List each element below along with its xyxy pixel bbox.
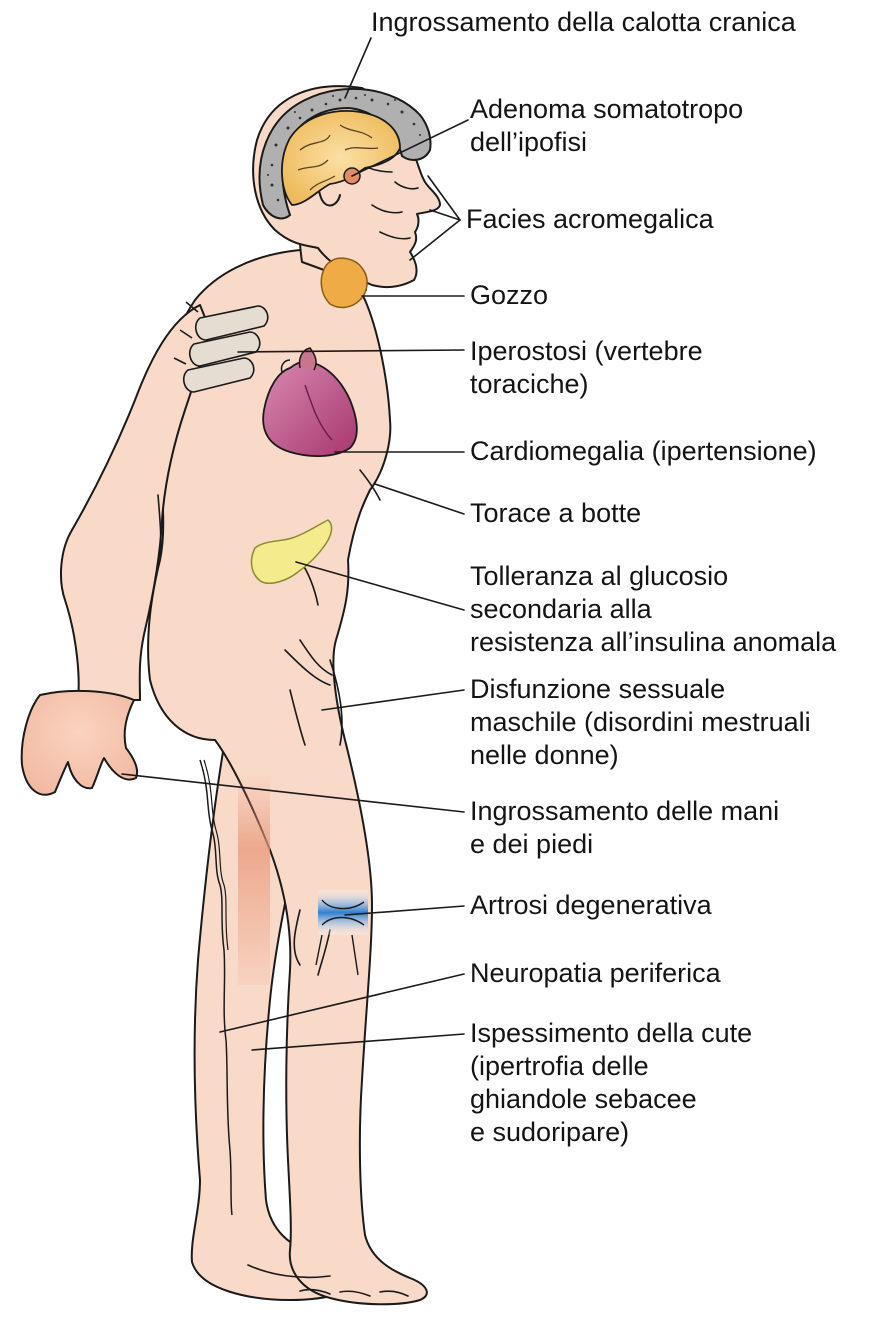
body-outline bbox=[22, 86, 440, 1304]
label-cute: Ispessimento della cute (ipertrofia dell… bbox=[470, 1017, 752, 1149]
label-artrosi: Artrosi degenerativa bbox=[470, 889, 712, 922]
goiter bbox=[321, 258, 367, 307]
label-torace: Torace a botte bbox=[470, 497, 641, 530]
label-disfunzione: Disfunzione sessuale maschile (disordini… bbox=[470, 673, 811, 772]
hand bbox=[22, 691, 137, 795]
label-adenoma: Adenoma somatotropo dell’ipofisi bbox=[470, 93, 743, 159]
label-iperostosi: Iperostosi (vertebre toraciche) bbox=[470, 335, 703, 401]
knee-joint bbox=[318, 890, 368, 935]
label-cardiomegalia: Cardiomegalia (ipertensione) bbox=[470, 435, 817, 468]
label-gozzo: Gozzo bbox=[470, 279, 548, 312]
label-tolleranza: Tolleranza al glucosio secondaria alla r… bbox=[470, 560, 836, 659]
label-calotta: Ingrossamento della calotta cranica bbox=[371, 6, 796, 39]
label-neuropatia: Neuropatia periferica bbox=[470, 957, 721, 990]
label-facies: Facies acromegalica bbox=[466, 203, 714, 236]
leader-disfunzione bbox=[322, 690, 464, 710]
label-mani: Ingrossamento delle mani e dei piedi bbox=[470, 795, 779, 861]
shin-thickening bbox=[238, 775, 270, 985]
leader-torace bbox=[375, 484, 464, 514]
